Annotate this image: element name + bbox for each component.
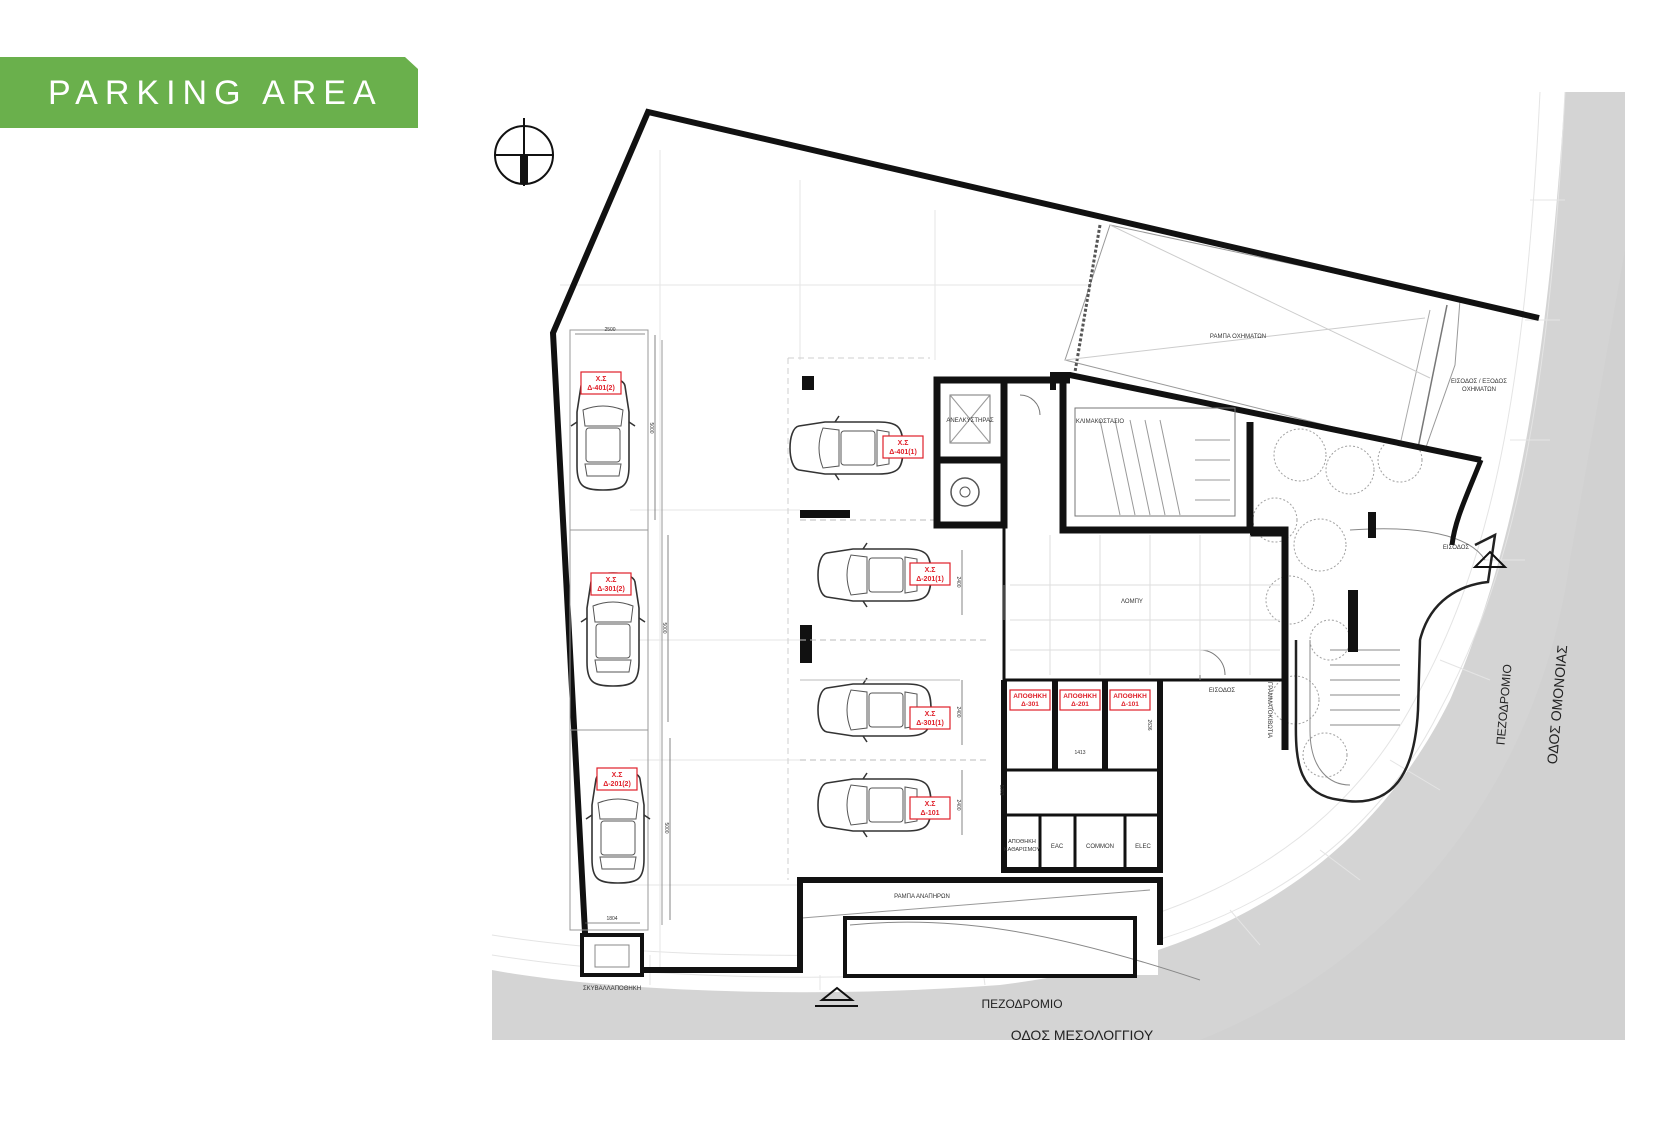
dimension-label: 1804	[606, 916, 617, 922]
entrance-label: ΕΙΣΟΔΟΣ	[1443, 545, 1469, 551]
entrance-triangle-icon	[815, 986, 858, 1007]
parking-space-label: Χ.Σ Δ-401(1)	[882, 435, 924, 459]
svg-text:Δ-401(1): Δ-401(1)	[889, 449, 917, 456]
svg-text:Δ-201(2): Δ-201(2)	[603, 781, 631, 788]
room-labels: ΡΑΜΠΑ ΟΧΗΜΑΤΩΝ ΕΙΣΟΔΟΣ / ΕΞΟΔΟΣ ΟΧΗΜΑΤΩΝ…	[583, 334, 1507, 992]
parking-space-labels: Χ.Σ Δ-401(2) Χ.Σ Δ-301(2) Χ.Σ Δ-201(2) Χ…	[580, 371, 951, 820]
storage-unit-label: ΑΠΟΘΗΚΗ Δ-201	[1059, 689, 1101, 711]
svg-text:Χ.Σ: Χ.Σ	[925, 711, 936, 718]
staircase-label: ΚΛΙΜΑΚΟΣΤΑΣΙΟ	[1076, 419, 1124, 425]
common-label: COMMON	[1086, 844, 1114, 850]
parking-space-label: Χ.Σ Δ-201(1)	[909, 562, 951, 586]
dimension-label: 2400	[955, 576, 961, 587]
svg-text:Χ.Σ: Χ.Σ	[606, 577, 617, 584]
svg-text:Δ-201: Δ-201	[1071, 701, 1089, 708]
dimension-label: 1413	[1074, 750, 1085, 756]
vehicle-entrance-label-line1: ΕΙΣΟΔΟΣ / ΕΞΟΔΟΣ	[1451, 379, 1507, 385]
eac-label: EAC	[1051, 844, 1064, 850]
pedestrian-entrance-path	[1294, 528, 1497, 803]
svg-text:Δ-301(2): Δ-301(2)	[597, 586, 625, 593]
building-core	[933, 376, 1289, 873]
cleaning-storage-label-line2: ΚΑΘΑΡΙΣΜΟΥ	[1004, 847, 1040, 853]
storage-unit-labels: ΑΠΟΘΗΚΗ Δ-301 ΑΠΟΘΗΚΗ Δ-201 ΑΠΟΘΗΚΗ Δ-10…	[1009, 689, 1151, 711]
interior-grid	[560, 150, 1100, 970]
cleaning-storage-label-line1: ΑΠΟΘΗΚΗ	[1008, 839, 1036, 845]
dimension-label: 2500	[604, 327, 615, 333]
lobby-label: ΛΟΜΠΥ	[1121, 599, 1143, 605]
title-banner: PARKING AREA	[0, 57, 418, 128]
entrance-label-2: ΕΙΣΟΔΟΣ	[1209, 688, 1235, 694]
svg-text:Χ.Σ: Χ.Σ	[925, 801, 936, 808]
svg-text:Χ.Σ: Χ.Σ	[612, 772, 623, 779]
dimension-label: 5000	[663, 822, 669, 833]
svg-text:Δ-101: Δ-101	[1121, 701, 1139, 708]
svg-text:Δ-301: Δ-301	[1021, 701, 1039, 708]
pavement-bottom-label: ΠΕΖΟΔΡΟΜΙΟ	[981, 997, 1062, 1011]
entrance-triangle-icon	[1472, 550, 1508, 568]
dimension-label: 1283	[998, 784, 1004, 795]
svg-text:Δ-401(2): Δ-401(2)	[587, 385, 615, 392]
disabled-ramp-label: ΡΑΜΠΑ ΑΝΑΠΗΡΩΝ	[894, 894, 950, 900]
entrance-columns	[1348, 512, 1376, 652]
garbage-storage-label: ΣΚΥΒΑΛΛΑΠΟΘΗΚΗ	[583, 986, 641, 992]
parking-space-label: Χ.Σ Δ-401(2)	[580, 371, 622, 395]
garbage-storage	[580, 933, 644, 977]
vehicle-ramp	[1064, 224, 1461, 451]
storage-unit-label: ΑΠΟΘΗΚΗ Δ-301	[1009, 689, 1051, 711]
dimension-lines	[575, 333, 963, 924]
storage-unit-label: ΑΠΟΘΗΚΗ Δ-101	[1109, 689, 1151, 711]
dimension-label: 2636	[1146, 719, 1152, 730]
parking-space-label: Χ.Σ Δ-101	[909, 796, 951, 820]
page-title: PARKING AREA	[48, 74, 383, 112]
banner-shape	[0, 57, 418, 128]
elec-label: ELEC	[1135, 844, 1151, 850]
elevator-label: ΑΝΕΛΚΥΣΤΗΡΑΣ	[946, 418, 994, 424]
parking-space-label: Χ.Σ Δ-201(2)	[596, 767, 638, 791]
ramp-vehicles-label: ΡΑΜΠΑ ΟΧΗΜΑΤΩΝ	[1210, 334, 1266, 340]
svg-text:Δ-201(1): Δ-201(1)	[916, 576, 944, 583]
north-arrow-icon	[494, 118, 554, 186]
svg-text:Χ.Σ: Χ.Σ	[925, 567, 936, 574]
parking-stripes	[800, 376, 990, 761]
svg-text:Χ.Σ: Χ.Σ	[596, 376, 607, 383]
road-bottom-label: ΟΔΟΣ ΜΕΣΟΛΟΓΓΙΟΥ	[1011, 1027, 1154, 1043]
vehicle-entrance-label-line2: ΟΧΗΜΑΤΩΝ	[1462, 387, 1496, 393]
svg-text:Δ-301(1): Δ-301(1)	[916, 720, 944, 727]
svg-text:ΑΠΟΘΗΚΗ: ΑΠΟΘΗΚΗ	[1013, 693, 1047, 700]
left-parking-strip	[569, 329, 663, 931]
dimension-label: 2400	[955, 799, 961, 810]
mailboxes-label: ΓΡΑΜΜΑΤΟΚΙΒΩΤΙΑ	[1266, 682, 1272, 738]
svg-text:ΑΠΟΘΗΚΗ: ΑΠΟΘΗΚΗ	[1113, 693, 1147, 700]
svg-text:Χ.Σ: Χ.Σ	[898, 440, 909, 447]
dimension-label: 2400	[955, 706, 961, 717]
street-ground	[492, 92, 1625, 1040]
dimension-label: 5000	[648, 422, 654, 433]
disabled-ramp	[798, 875, 1201, 981]
dimension-label: 5000	[661, 622, 667, 633]
svg-text:Δ-101: Δ-101	[920, 810, 939, 817]
svg-text:ΑΠΟΘΗΚΗ: ΑΠΟΘΗΚΗ	[1063, 693, 1097, 700]
pavement-grid	[491, 91, 1566, 990]
parking-space-label: Χ.Σ Δ-301(2)	[590, 572, 632, 596]
dimension-labels: 2500 5000 5000 5000 1804 2400 2400 2400 …	[604, 327, 1152, 922]
parking-space-label: Χ.Σ Δ-301(1)	[909, 706, 951, 730]
